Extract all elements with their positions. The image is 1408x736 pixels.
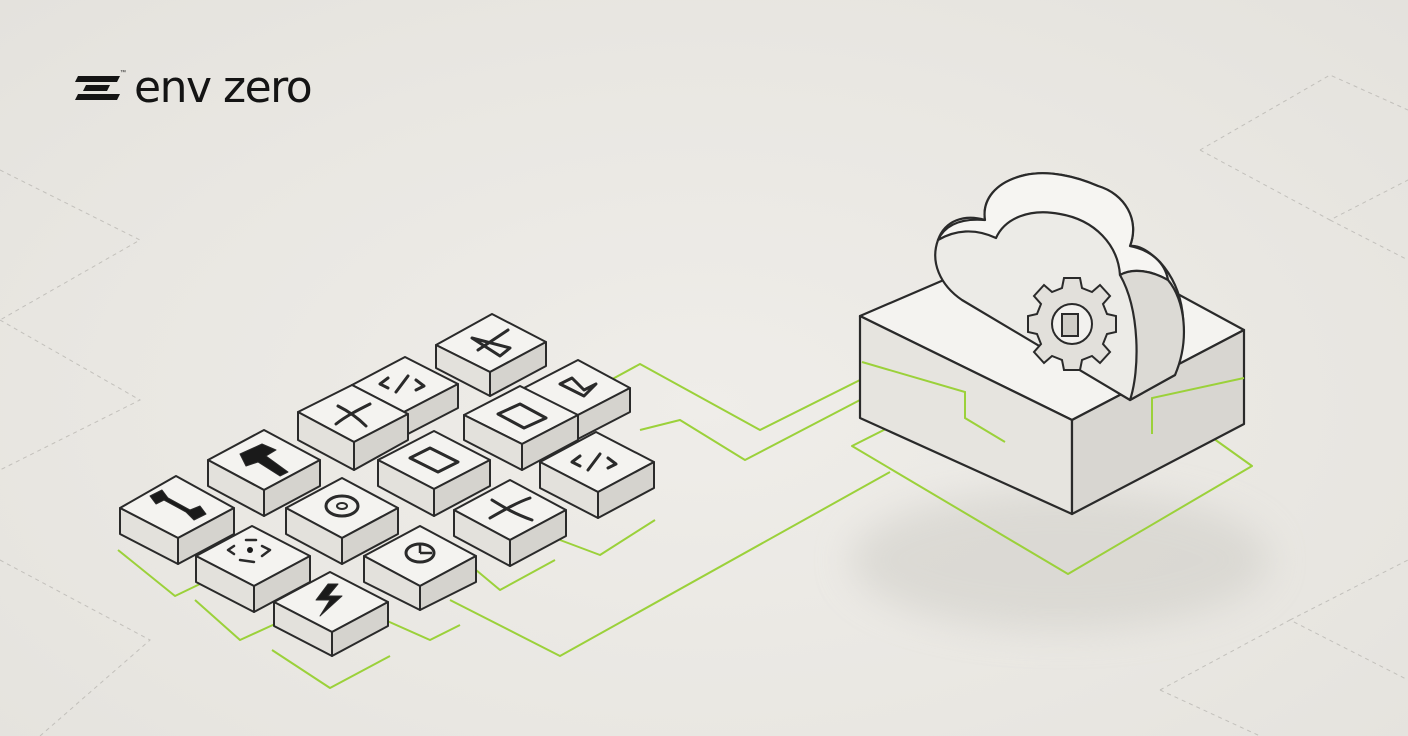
key-scissors xyxy=(297,384,409,471)
key-lightning xyxy=(273,571,389,657)
key-gear xyxy=(285,477,399,565)
key-rectangle xyxy=(463,385,579,471)
key-crossed-lines xyxy=(453,479,567,567)
key-pie-gauge xyxy=(363,525,477,611)
block-shadow xyxy=(850,490,1270,630)
key-wrench xyxy=(119,475,235,565)
key-hourglass xyxy=(435,313,547,397)
logo-mark-icon: ™ xyxy=(74,68,126,108)
key-code-right xyxy=(539,431,655,519)
cloud-icon xyxy=(934,172,1185,402)
key-focus-frame xyxy=(195,525,311,613)
brand-name: env zero xyxy=(134,62,313,113)
trademark-symbol: ™ xyxy=(120,70,126,76)
keypad xyxy=(119,313,655,657)
gear-icon xyxy=(1027,277,1117,371)
brand-logo[interactable]: ™ env zero xyxy=(74,62,313,113)
dashed-guides xyxy=(0,74,1408,736)
key-hammer xyxy=(207,429,321,517)
key-rectangle-middle xyxy=(377,430,491,517)
